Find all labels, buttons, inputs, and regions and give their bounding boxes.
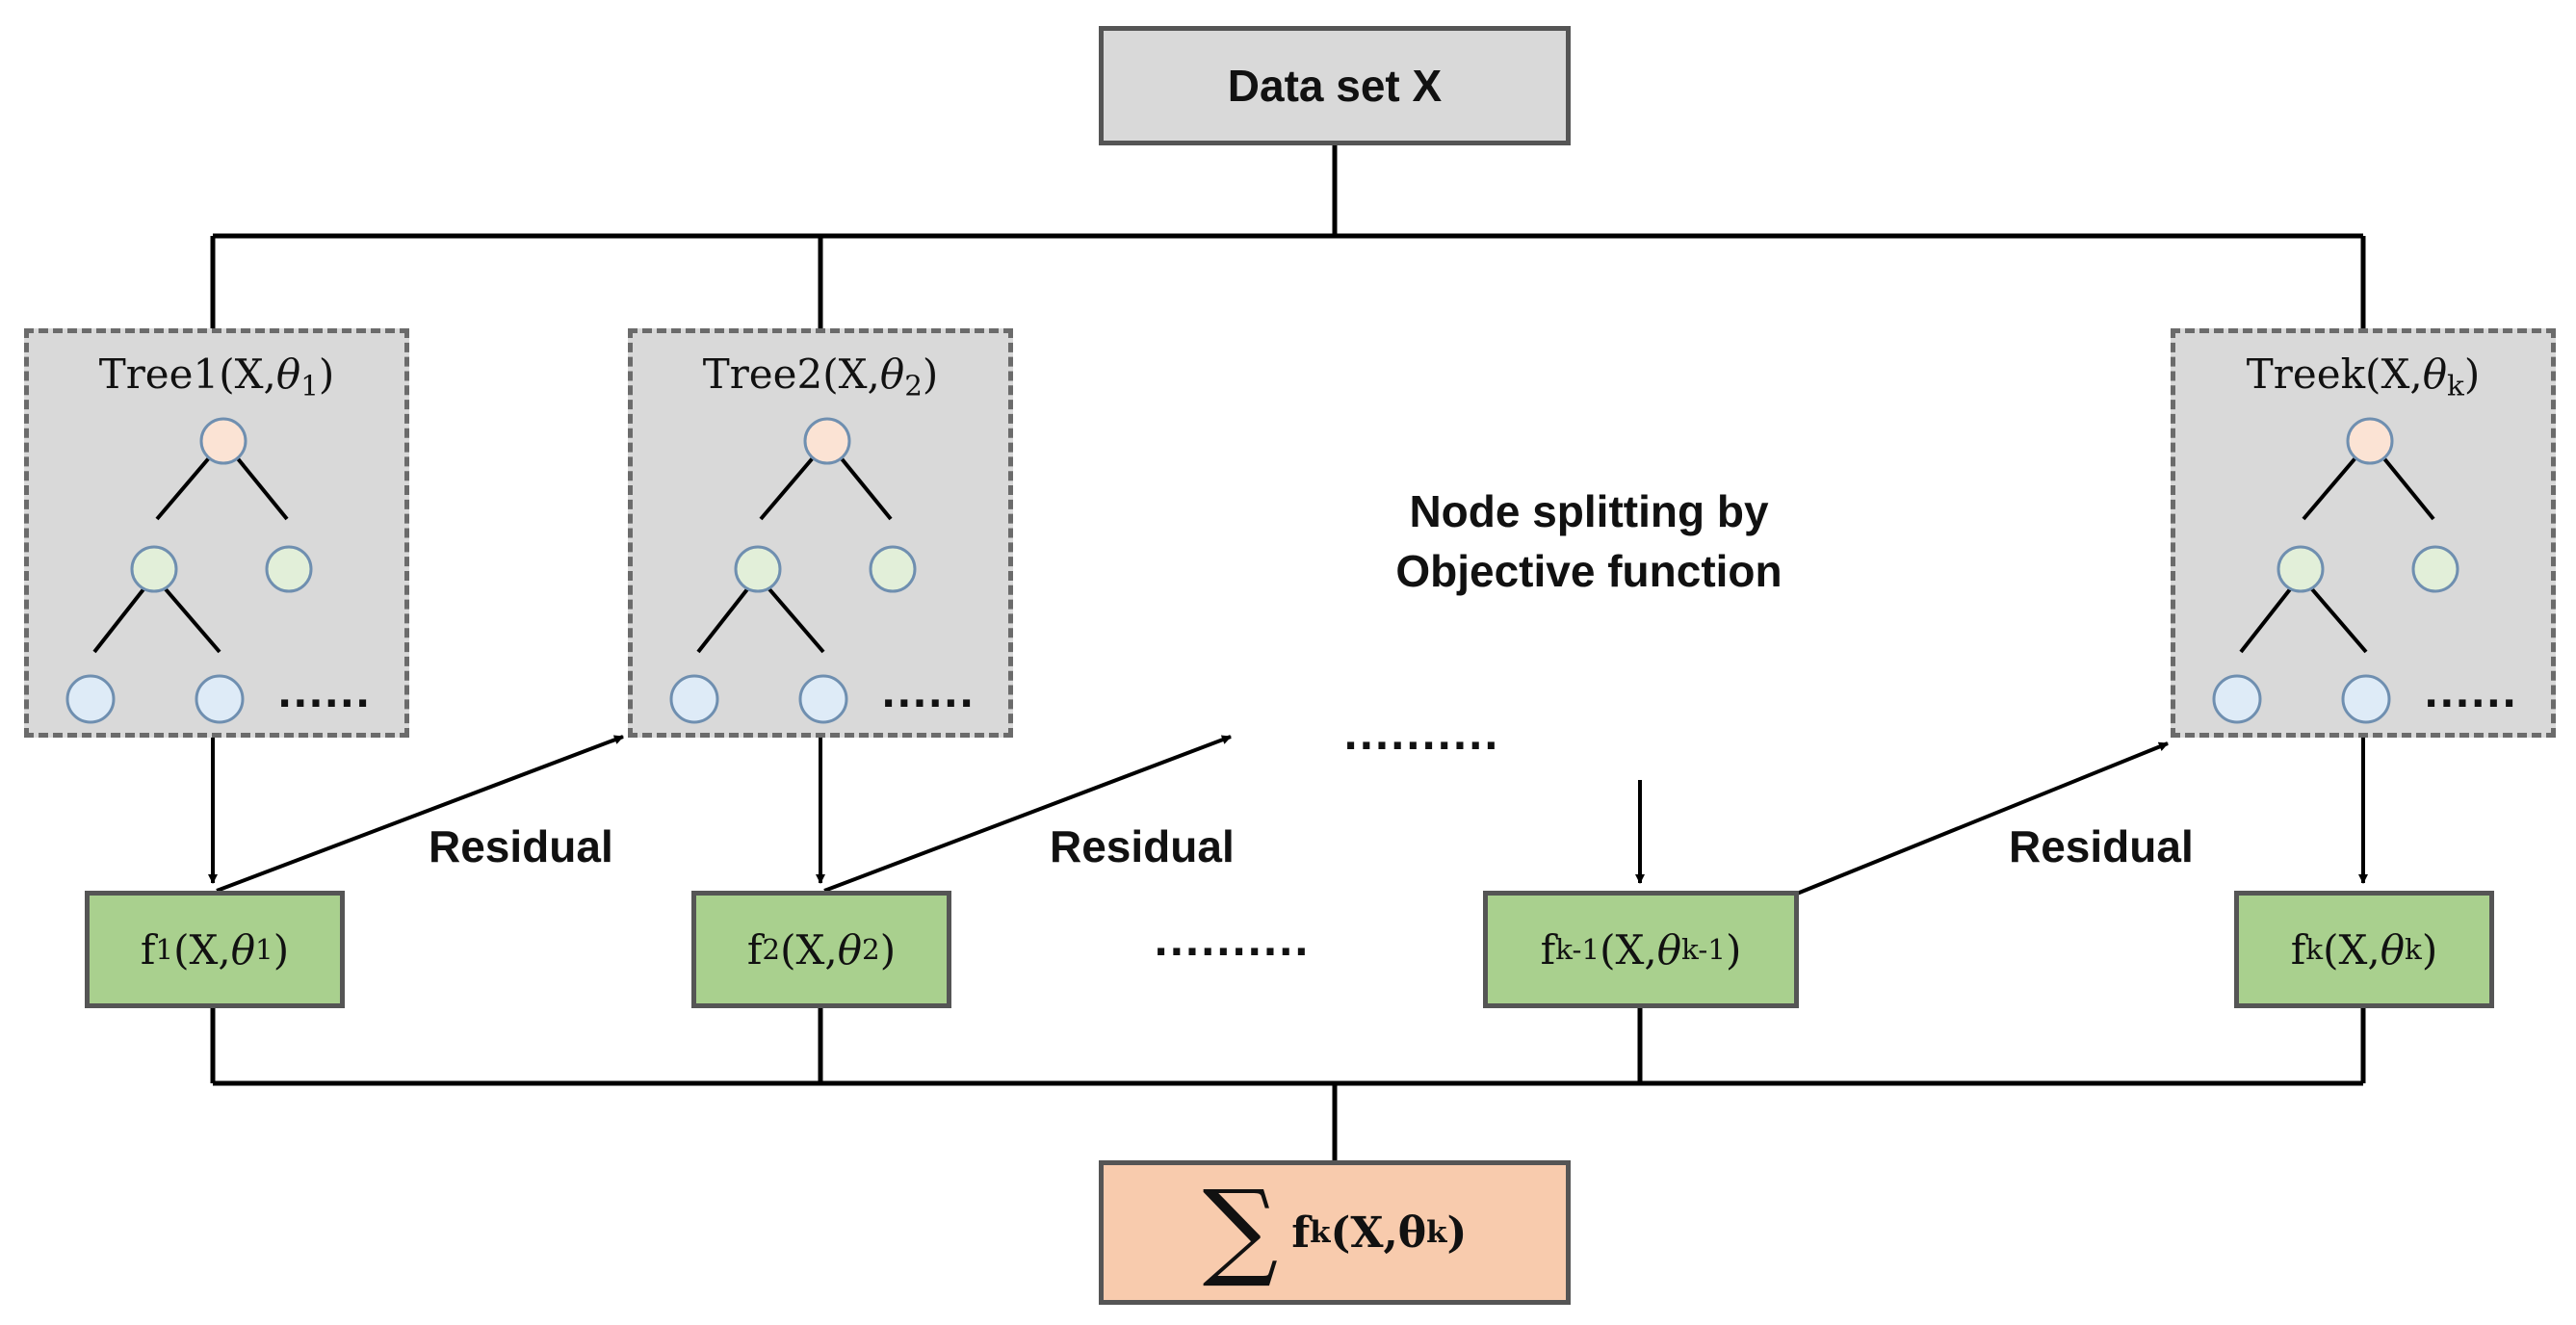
dataset-label: Data set X <box>1227 61 1443 111</box>
residual-label-1: Residual <box>429 821 613 871</box>
leaf-node <box>195 674 245 724</box>
leaf-node <box>798 674 848 724</box>
tree-box-k: Treek(X,θk) ...... <box>2171 328 2556 738</box>
tree-title: Tree1(X,θ1) <box>98 351 335 403</box>
leaf-node <box>65 674 116 724</box>
internal-node <box>2277 545 2325 593</box>
internal-node <box>734 545 782 593</box>
leaf-node <box>2341 674 2391 724</box>
root-node <box>803 417 851 465</box>
internal-node <box>2411 545 2459 593</box>
tree-ellipsis: ...... <box>881 672 976 716</box>
tree-graphic <box>2212 417 2459 724</box>
tree-title: Treek(X,θk) <box>2246 351 2481 403</box>
leaf-node <box>2212 674 2262 724</box>
residual-arrow-2 <box>823 735 1232 893</box>
objective-label: Node splitting by Objective function <box>1395 486 1782 596</box>
tree-graphic <box>669 417 917 724</box>
dataset-input-box: Data set X <box>1099 26 1571 145</box>
tree-title: Tree2(X,θ2) <box>702 351 939 403</box>
tree-box-2: Tree2(X,θ2) ...... <box>628 328 1013 738</box>
residual-arrow-3 <box>1796 741 2169 896</box>
internal-node <box>265 545 313 593</box>
middle-ellipsis-upper: .......... <box>1343 714 1499 759</box>
residual-arrow-1 <box>216 735 624 893</box>
residual-label-3: Residual <box>2009 821 2194 871</box>
tree-graphic <box>65 417 313 724</box>
internal-node <box>130 545 178 593</box>
middle-ellipsis-lower: .......... <box>1154 921 1310 965</box>
internal-node <box>869 545 917 593</box>
residual-label-2: Residual <box>1050 821 1235 871</box>
sum-symbol: ∑ <box>1202 1167 1279 1290</box>
tree-ellipsis: ...... <box>2424 672 2518 716</box>
root-node <box>199 417 247 465</box>
tree-box-1: Tree1(X,θ1) ...... <box>24 328 409 738</box>
leaf-node <box>669 674 719 724</box>
tree-ellipsis: ...... <box>277 672 372 716</box>
root-node <box>2346 417 2394 465</box>
